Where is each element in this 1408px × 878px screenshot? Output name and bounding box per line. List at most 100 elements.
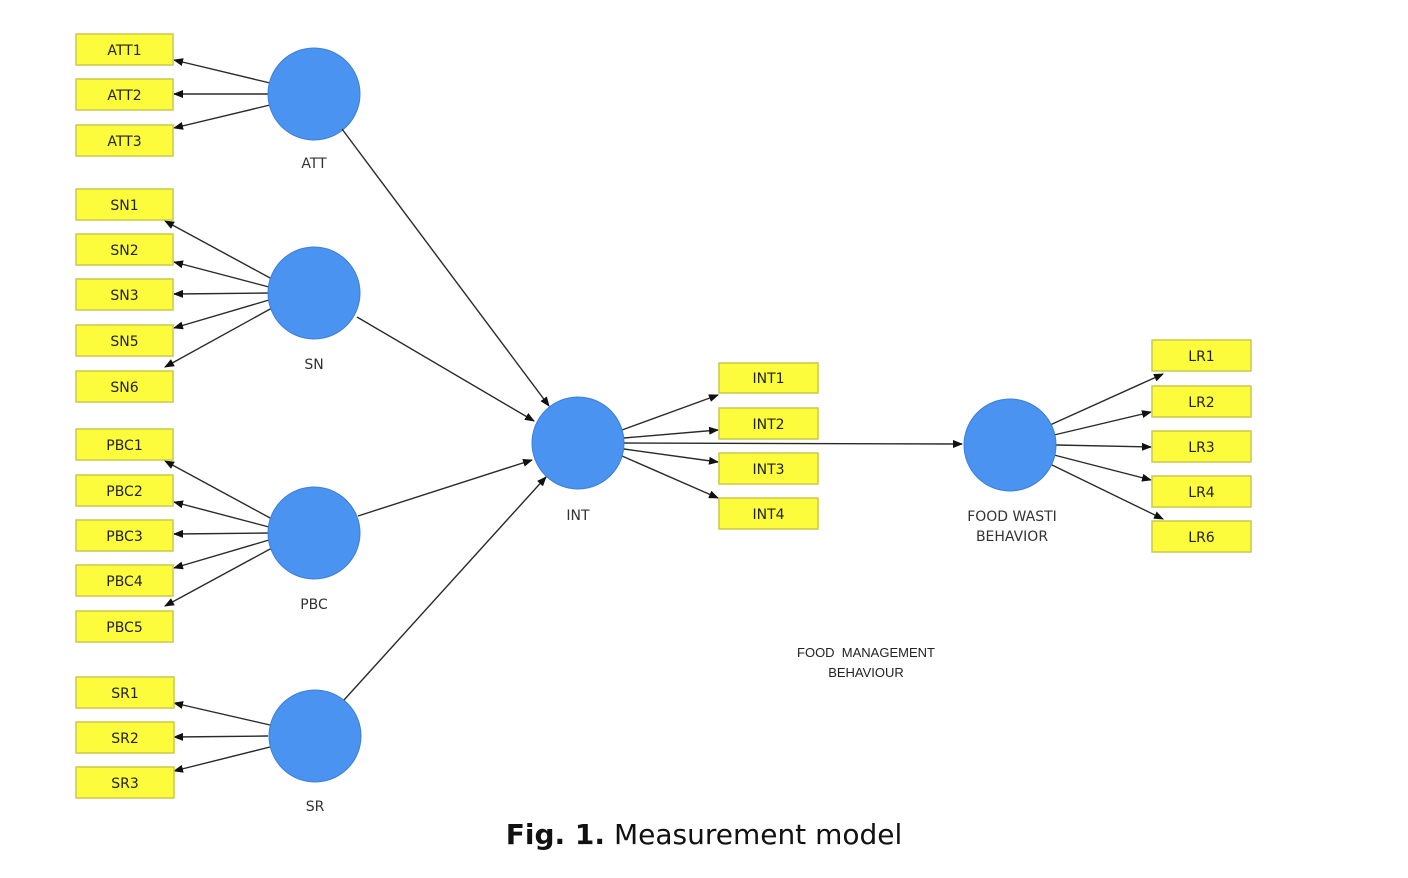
construct-label-sn: SN xyxy=(304,357,323,373)
path-sn-int xyxy=(356,316,535,422)
food-management-annotation: FOOD MANAGEMENT BEHAVIOUR xyxy=(797,645,935,680)
indicator-att1[interactable]: ATT1 xyxy=(75,33,174,66)
indicator-pbc4[interactable]: PBC4 xyxy=(75,564,174,597)
construct-label-pbc: PBC xyxy=(300,597,328,613)
indicator-sn5[interactable]: SN5 xyxy=(75,324,174,357)
construct-label-fwb-line1: FOOD WASTI xyxy=(967,509,1057,525)
indicator-label: PBC2 xyxy=(106,484,142,500)
indicator-lr6[interactable]: LR6 xyxy=(1151,520,1252,553)
indicator-int1[interactable]: INT1 xyxy=(718,362,819,394)
edge-fwb-lr6 xyxy=(1049,463,1164,520)
att-group: ATT1 ATT2 ATT3 ATT xyxy=(75,33,361,172)
edge-pbc-pbc3 xyxy=(173,529,269,538)
indicator-label: ATT2 xyxy=(107,88,141,104)
indicator-pbc1[interactable]: PBC1 xyxy=(75,428,174,461)
indicator-label: SN1 xyxy=(110,198,138,214)
construct-pbc[interactable] xyxy=(267,486,361,580)
indicator-label: SR1 xyxy=(111,686,139,702)
indicator-label: SN3 xyxy=(110,288,138,304)
edge-sr-sr3 xyxy=(173,746,271,773)
edge-fwb-lr4 xyxy=(1053,454,1152,482)
path-att-int xyxy=(341,128,550,407)
edge-int-int3 xyxy=(623,448,719,465)
edge-pbc-pbc5 xyxy=(164,547,273,607)
indicator-lr2[interactable]: LR2 xyxy=(1151,385,1252,418)
indicator-int3[interactable]: INT3 xyxy=(718,452,819,485)
indicator-lr4[interactable]: LR4 xyxy=(1151,475,1252,508)
indicator-pbc5[interactable]: PBC5 xyxy=(75,610,174,643)
construct-sn[interactable] xyxy=(267,246,361,340)
figure-caption: Fig. 1. Measurement model xyxy=(0,818,1408,851)
edge-sn-sn2 xyxy=(173,260,270,288)
edge-fwb-lr1 xyxy=(1049,373,1164,426)
indicator-label: ATT1 xyxy=(107,43,141,59)
path-sr-int xyxy=(343,476,547,701)
int-group: INT1 INT2 INT3 INT4 INT xyxy=(531,362,819,530)
indicator-att3[interactable]: ATT3 xyxy=(75,124,174,157)
construct-label-fwb-line2: BEHAVIOR xyxy=(976,529,1048,545)
indicator-pbc3[interactable]: PBC3 xyxy=(75,519,174,552)
indicator-label: PBC3 xyxy=(106,529,142,545)
edge-sn-sn5 xyxy=(173,299,270,330)
indicator-sr1[interactable]: SR1 xyxy=(75,676,175,709)
edge-fwb-lr2 xyxy=(1053,410,1152,436)
indicator-label: SR2 xyxy=(111,731,139,747)
construct-sr[interactable] xyxy=(268,689,362,783)
indicator-label: INT2 xyxy=(752,417,784,433)
edge-sr-sr2 xyxy=(173,732,269,741)
sn-group: SN1 SN2 SN3 SN5 SN6 SN xyxy=(75,188,361,403)
figure-number: Fig. 1. xyxy=(505,818,606,851)
construct-int[interactable] xyxy=(531,396,625,490)
indicator-int2[interactable]: INT2 xyxy=(718,407,819,440)
indicator-label: SN2 xyxy=(110,243,138,259)
indicator-att2[interactable]: ATT2 xyxy=(75,78,174,111)
indicator-label: INT4 xyxy=(752,507,784,523)
indicator-label: PBC1 xyxy=(106,438,142,454)
edge-fwb-lr3 xyxy=(1055,442,1152,451)
indicator-sn3[interactable]: SN3 xyxy=(75,278,174,311)
indicator-label: SR3 xyxy=(111,776,139,792)
edge-int-int2 xyxy=(623,426,719,439)
indicator-pbc2[interactable]: PBC2 xyxy=(75,474,174,507)
indicator-label: ATT3 xyxy=(107,134,141,150)
construct-att[interactable] xyxy=(267,47,361,141)
annotation-line2: BEHAVIOUR xyxy=(828,665,904,680)
indicator-label: LR6 xyxy=(1188,530,1215,546)
indicator-sr2[interactable]: SR2 xyxy=(75,721,175,754)
edge-sn-sn1 xyxy=(164,220,273,280)
edge-sn-sn3 xyxy=(173,289,269,298)
indicator-label: INT3 xyxy=(752,462,784,478)
indicator-label: PBC4 xyxy=(106,574,143,590)
path-pbc-int xyxy=(357,458,533,517)
edge-att-att1 xyxy=(173,58,271,84)
path-int-fwb xyxy=(623,439,963,448)
construct-label-sr: SR xyxy=(306,799,325,815)
indicator-label: LR4 xyxy=(1188,485,1215,501)
indicator-label: PBC5 xyxy=(106,620,142,636)
construct-food-waste-behavior[interactable] xyxy=(963,398,1057,492)
indicator-sr3[interactable]: SR3 xyxy=(75,766,175,799)
edge-pbc-pbc1 xyxy=(164,460,273,520)
sr-group: SR1 SR2 SR3 SR xyxy=(75,676,362,815)
fwb-group: LR1 LR2 LR3 LR4 LR6 FOOD WASTI BEHAVIOR xyxy=(963,339,1252,553)
edge-sr-sr1 xyxy=(173,701,271,726)
edge-int-int4 xyxy=(621,455,719,499)
indicator-sn1[interactable]: SN1 xyxy=(75,188,174,221)
edge-sn-sn6 xyxy=(164,307,273,368)
pbc-group: PBC1 PBC2 PBC3 PBC4 PBC5 PBC xyxy=(75,428,361,643)
indicator-label: LR1 xyxy=(1188,349,1214,365)
indicator-int4[interactable]: INT4 xyxy=(718,497,819,530)
indicator-sn2[interactable]: SN2 xyxy=(75,233,174,266)
construct-label-int: INT xyxy=(566,508,590,524)
indicator-label: INT1 xyxy=(752,371,784,387)
indicator-lr3[interactable]: LR3 xyxy=(1151,430,1252,463)
indicator-label: LR2 xyxy=(1188,395,1214,411)
indicator-label: SN5 xyxy=(110,334,138,350)
indicator-lr1[interactable]: LR1 xyxy=(1151,339,1252,372)
edge-att-att3 xyxy=(173,104,271,130)
indicator-sn6[interactable]: SN6 xyxy=(75,370,174,403)
construct-label-att: ATT xyxy=(301,156,327,172)
structural-paths xyxy=(341,128,963,701)
indicator-label: SN6 xyxy=(110,380,138,396)
